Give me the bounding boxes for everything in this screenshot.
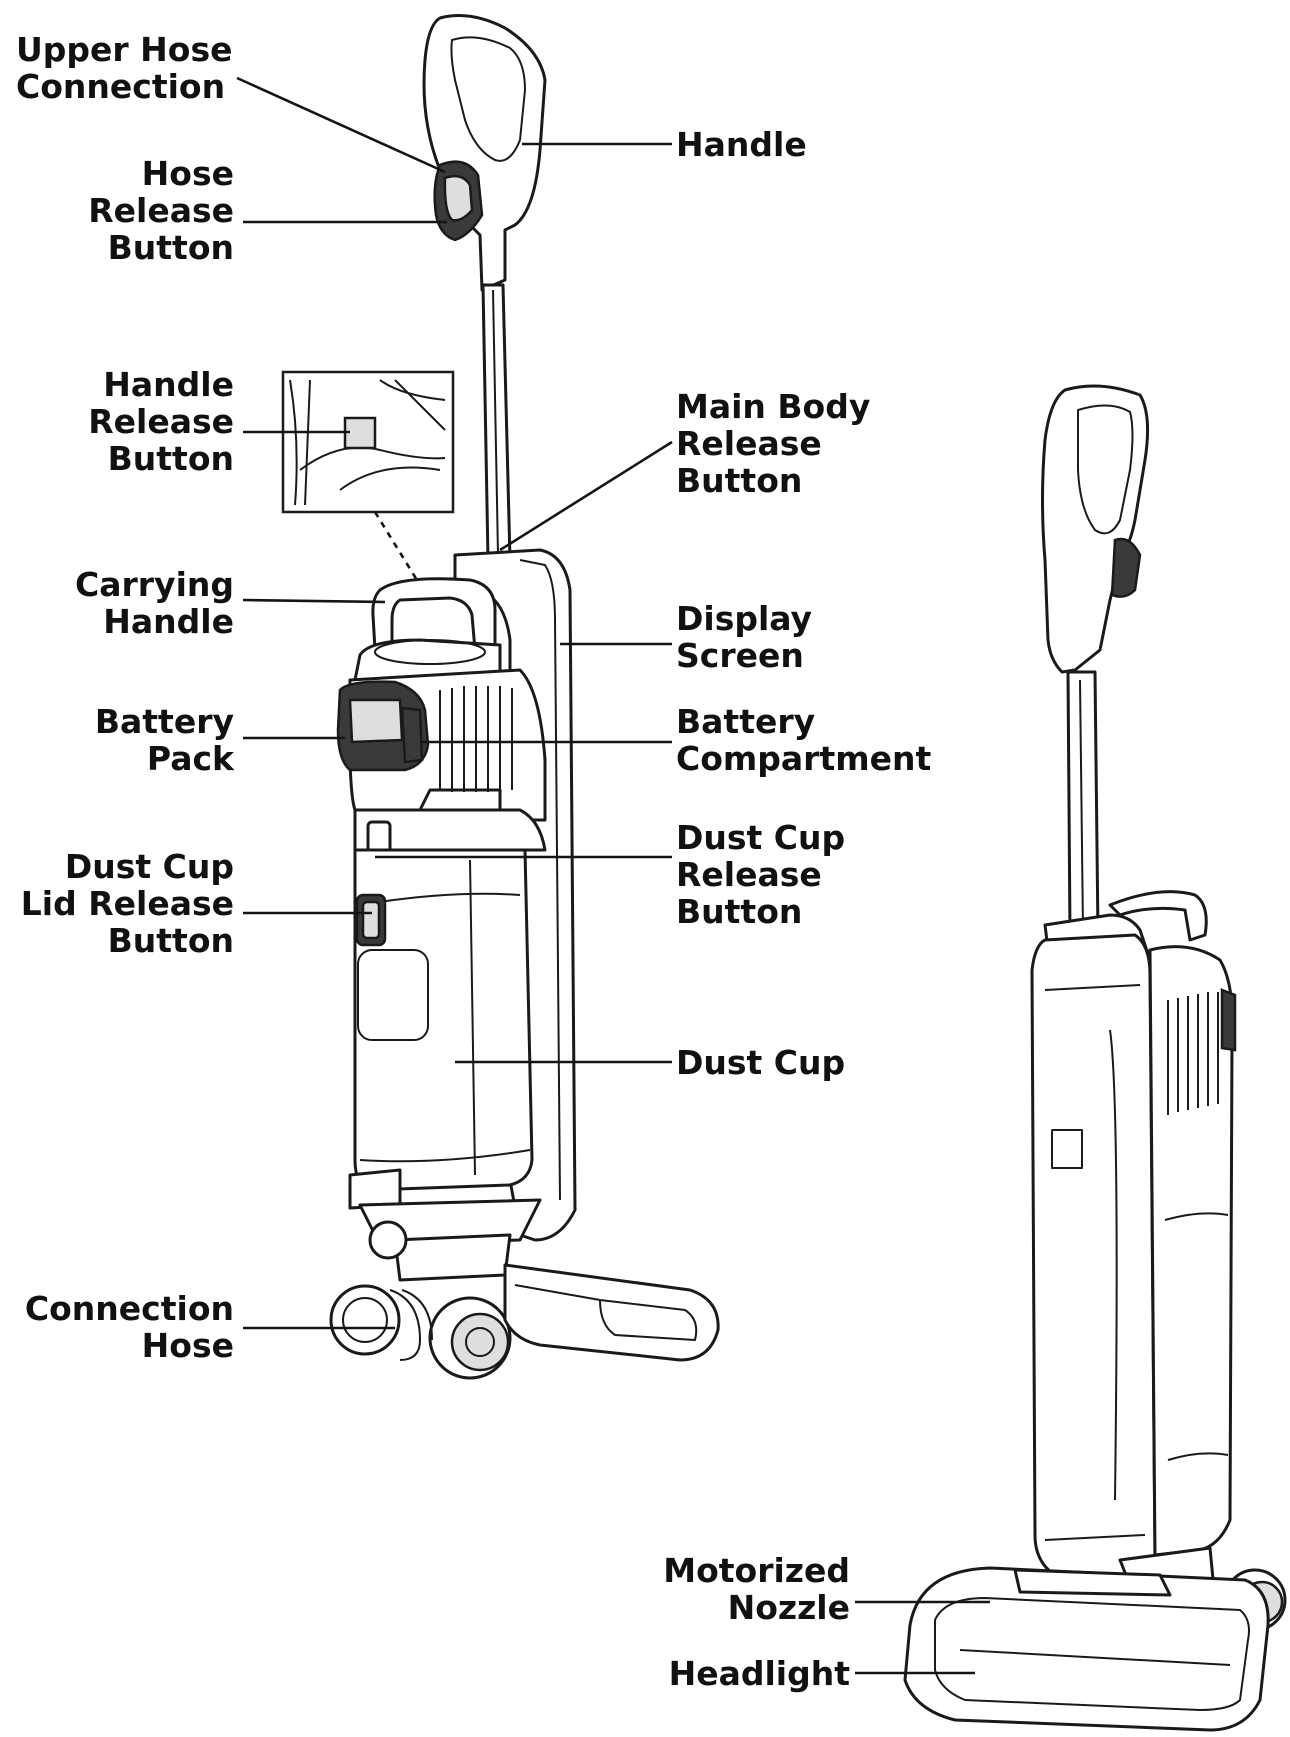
label-line: Release bbox=[676, 424, 822, 463]
label-line: Dust Cup bbox=[676, 818, 846, 857]
label-line: Button bbox=[676, 461, 803, 500]
label-line: Main Body bbox=[676, 387, 871, 426]
label-motorized-nozzle: Motorized Nozzle bbox=[663, 1552, 850, 1626]
label-dust-cup-release-button: Dust Cup Release Button bbox=[676, 819, 845, 930]
label-line: Carrying bbox=[75, 565, 234, 604]
label-line: Handle bbox=[676, 125, 807, 164]
label-line: Button bbox=[107, 921, 234, 960]
label-line: Handle bbox=[103, 365, 234, 404]
label-carrying-handle: Carrying Handle bbox=[75, 566, 234, 640]
label-line: Connection bbox=[16, 67, 226, 106]
label-hose-release-button: Hose Release Button bbox=[88, 155, 234, 266]
label-line: Button bbox=[107, 228, 234, 267]
label-line: Pack bbox=[146, 739, 234, 778]
label-line: Headlight bbox=[668, 1654, 850, 1693]
label-line: Dust Cup bbox=[64, 847, 234, 886]
label-display-screen: Display Screen bbox=[676, 600, 812, 674]
label-line: Release bbox=[88, 402, 234, 441]
label-line: Connection bbox=[24, 1289, 234, 1328]
label-line: Screen bbox=[676, 636, 804, 675]
label-handle: Handle bbox=[676, 126, 807, 163]
label-handle-release-button: Handle Release Button bbox=[88, 366, 234, 477]
label-dust-cup: Dust Cup bbox=[676, 1044, 845, 1081]
label-battery-compartment: Battery Compartment bbox=[676, 703, 931, 777]
label-line: Release bbox=[88, 191, 234, 230]
label-line: Nozzle bbox=[727, 1588, 850, 1627]
label-connection-hose: Connection Hose bbox=[25, 1290, 234, 1364]
label-line: Button bbox=[107, 439, 234, 478]
label-main-body-release-button: Main Body Release Button bbox=[676, 388, 870, 499]
label-line: Motorized bbox=[663, 1551, 850, 1590]
label-line: Release bbox=[676, 855, 822, 894]
label-line: Dust Cup bbox=[676, 1043, 846, 1082]
label-dust-cup-lid-release-button: Dust Cup Lid Release Button bbox=[21, 848, 234, 959]
label-line: Display bbox=[676, 599, 813, 638]
label-headlight: Headlight bbox=[669, 1655, 850, 1692]
label-line: Hose bbox=[141, 154, 234, 193]
right-vacuum-drawing bbox=[903, 384, 1287, 1732]
leader-lines bbox=[236, 76, 990, 1675]
label-line: Upper Hose bbox=[16, 30, 233, 69]
label-line: Battery bbox=[94, 702, 234, 741]
label-battery-pack: Battery Pack bbox=[95, 703, 234, 777]
label-line: Lid Release bbox=[20, 884, 234, 923]
label-upper-hose-connection: Upper Hose Connection bbox=[16, 31, 233, 105]
label-line: Handle bbox=[103, 602, 234, 641]
label-line: Button bbox=[676, 892, 803, 931]
label-line: Hose bbox=[141, 1326, 234, 1365]
left-vacuum-drawing bbox=[281, 14, 720, 1380]
label-line: Compartment bbox=[676, 739, 932, 778]
label-line: Battery bbox=[676, 702, 816, 741]
